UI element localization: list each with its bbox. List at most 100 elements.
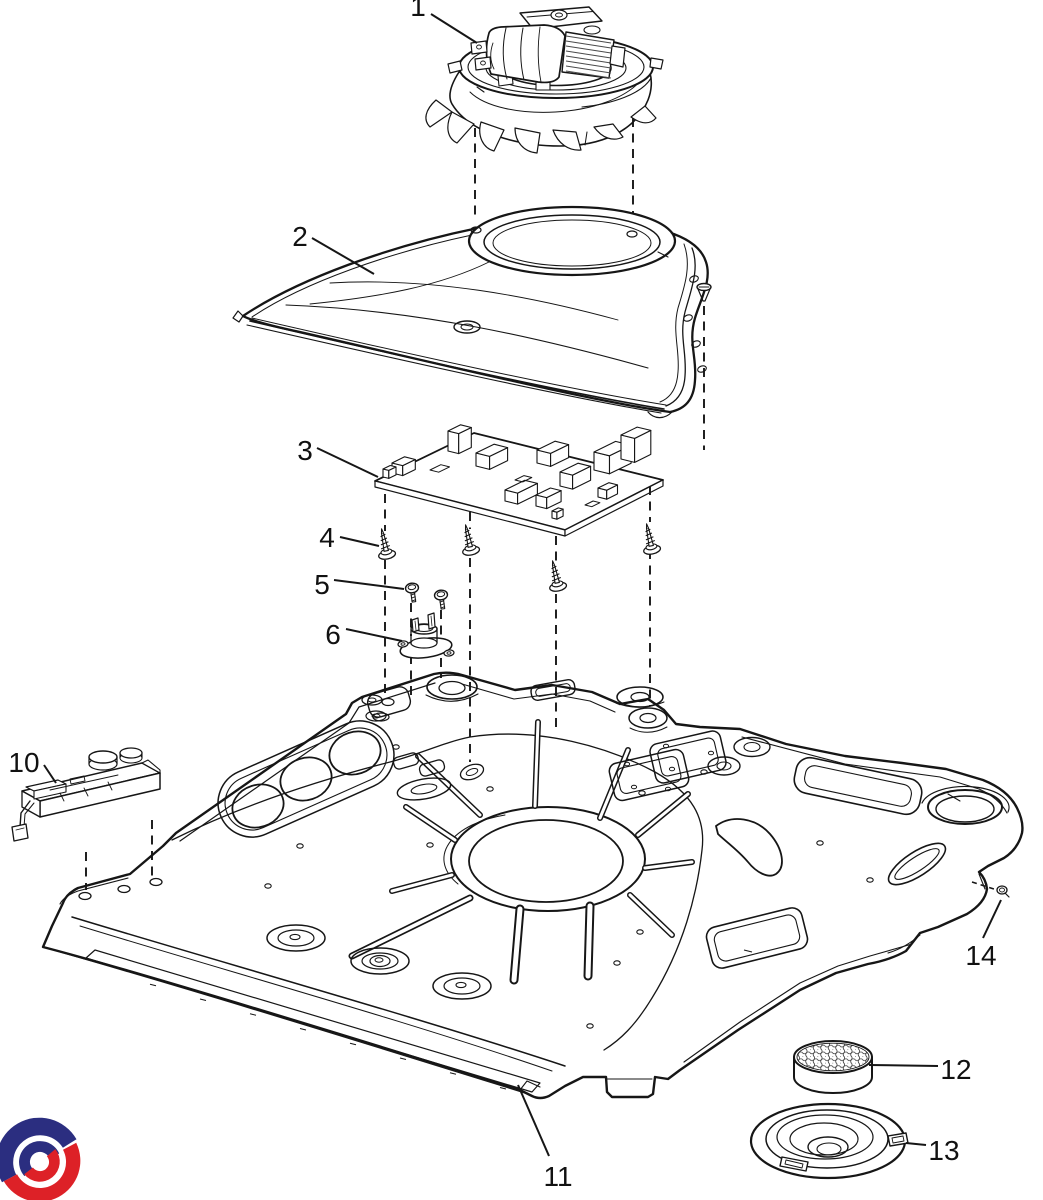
apron-boss-hole — [455, 981, 467, 989]
round-cutout — [328, 730, 382, 776]
detail-line — [380, 533, 386, 538]
pcb-pad — [514, 475, 533, 483]
raised-pad — [793, 756, 923, 816]
apron-vent-tick — [299, 1027, 307, 1031]
callout-4-label: 4 — [319, 522, 335, 553]
kidney-cutout — [715, 818, 783, 877]
rect-cutout-inner — [535, 683, 571, 697]
callout-14-label: 14 — [965, 940, 996, 971]
small-hole — [700, 769, 708, 775]
detail-ellipse — [999, 887, 1005, 893]
board-screw — [462, 524, 481, 556]
apron-boss-inner — [443, 977, 481, 995]
detail-line — [410, 593, 416, 596]
oval-ring-cutout — [396, 777, 452, 801]
latch-detail — [49, 774, 119, 791]
latch-arm — [19, 800, 31, 828]
detail-ellipse — [436, 591, 446, 598]
detail-line — [645, 539, 656, 545]
callout-11-leader — [517, 1084, 550, 1157]
motor-stack-lamination — [565, 65, 612, 74]
screw-dimple — [630, 784, 638, 790]
detail-line — [551, 565, 557, 570]
small-hole — [296, 843, 304, 849]
screw-dimple — [668, 766, 676, 772]
apron-boss-ring — [350, 947, 410, 975]
part-blower-fan-motor-assembly — [425, 6, 664, 226]
panel-fold-line — [887, 934, 921, 954]
small-ring — [365, 710, 387, 722]
foam-filter-pad — [793, 1040, 873, 1094]
twin-rect-cutout — [418, 759, 446, 777]
grommet-ring — [628, 707, 668, 729]
motor-stack-lamination — [565, 40, 612, 49]
blower-blade — [514, 127, 541, 154]
latch-switch-assembly — [11, 747, 161, 842]
collar-screw-hole — [470, 226, 482, 234]
apron-vent-tick — [149, 983, 157, 987]
apron-boss-hole — [374, 957, 384, 963]
detail-line — [411, 599, 417, 602]
apron-boss-dome — [369, 954, 391, 968]
fan-spoke-rib-core — [585, 903, 593, 979]
callout-1-label: 1 — [410, 0, 426, 22]
callout-6: 6 — [325, 619, 403, 650]
detail-line — [464, 540, 475, 546]
part-main-panel — [41, 671, 1024, 1100]
small-hole — [638, 790, 646, 796]
blower-blade — [552, 129, 582, 151]
callout-5-leader — [333, 579, 405, 590]
callout-14: 14 — [965, 899, 1002, 971]
detail-line — [464, 537, 473, 542]
panel-fold-line — [179, 682, 436, 842]
corner-hole — [935, 795, 995, 823]
ring-tab-slot — [891, 1135, 905, 1144]
callout-3: 3 — [297, 435, 379, 478]
blower-drum-inner — [469, 77, 644, 113]
round-cutout — [231, 783, 285, 829]
circuit-board-edge — [564, 479, 664, 537]
oval-cutout-inner — [465, 768, 479, 776]
motor-stack-lamination — [565, 60, 612, 69]
callout-13-leader — [905, 1142, 927, 1146]
twin-rect-cutout — [392, 752, 420, 770]
detail-path — [551, 560, 556, 567]
apron-vent-tick — [499, 1086, 507, 1090]
motor-stack-lamination — [565, 45, 612, 54]
boss-mound — [615, 701, 665, 708]
callout-2-leader — [311, 237, 375, 275]
detail-line — [645, 528, 651, 533]
oval-ring-inner — [410, 783, 438, 795]
callout-11: 11 — [517, 1084, 573, 1192]
panel-fold-line — [59, 877, 129, 905]
housing-hole — [453, 320, 481, 334]
pcb-component — [535, 487, 562, 499]
small-hole — [613, 960, 621, 966]
logo-swirl-arc — [0, 1117, 77, 1183]
logo-swirl-arc — [3, 1142, 81, 1200]
part-blower-housing-cover — [232, 205, 712, 450]
apron-boss-ring — [432, 972, 492, 1000]
detail-path — [645, 523, 650, 530]
thermostat-screw — [404, 582, 420, 603]
pcb-component — [391, 456, 416, 467]
housing-screw-tip — [697, 288, 711, 302]
detail-line — [551, 573, 560, 578]
pcb-component — [447, 424, 472, 435]
housing-collar-inner2 — [492, 219, 652, 267]
corner-notch — [947, 793, 961, 802]
pcb-component — [504, 479, 538, 494]
latch-mount-hole — [78, 891, 92, 901]
recess-pad-inner — [616, 756, 682, 794]
fan-spoke-rib-core — [390, 873, 454, 893]
racetrack-recess — [217, 720, 395, 838]
detail-line — [440, 606, 446, 609]
flange-curve — [659, 243, 688, 403]
housing-collar-inner — [483, 214, 661, 270]
callout-10: 10 — [8, 747, 57, 784]
latch-arm — [23, 802, 35, 828]
motor-stack — [561, 31, 615, 79]
ring-tab — [649, 57, 664, 70]
apron-boss-ring — [266, 924, 326, 952]
callout-3-label: 3 — [297, 435, 313, 466]
